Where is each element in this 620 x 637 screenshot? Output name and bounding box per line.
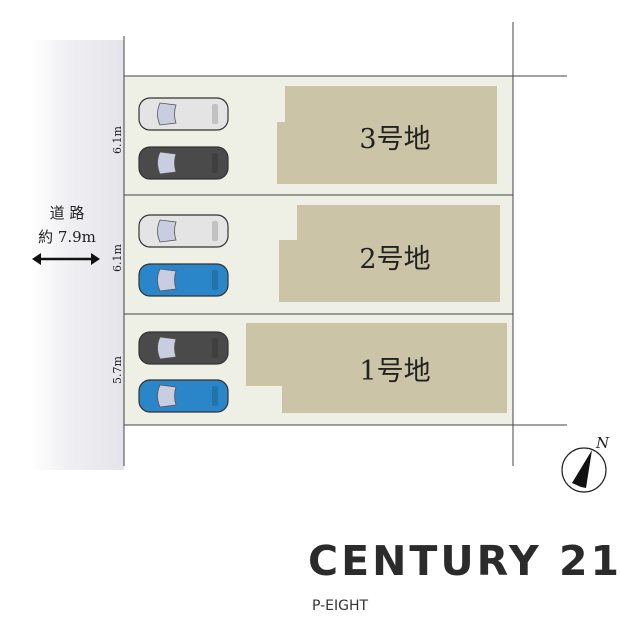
road-width: 約 7.9m	[38, 228, 96, 246]
lot: 3号地 6.1m	[111, 76, 513, 195]
frontage-dimension: 6.1m	[111, 125, 124, 153]
lot: 1号地 5.7m	[111, 314, 513, 425]
road	[30, 40, 124, 470]
compass: N	[561, 434, 610, 493]
lot: 2号地 6.1m	[111, 195, 513, 314]
car-icon	[138, 331, 229, 365]
frontage-dimension: 6.1m	[111, 243, 124, 271]
frontage-dimension: 5.7m	[111, 355, 124, 383]
building-footprint	[277, 86, 497, 184]
brand-logo: CENTURY 21	[308, 537, 620, 585]
lot-name: 3号地	[359, 124, 430, 155]
car-icon	[138, 214, 229, 248]
road-label: 道 路	[50, 204, 85, 222]
building-footprint	[246, 323, 507, 413]
building-footprint	[279, 205, 500, 302]
lot-name: 2号地	[359, 244, 430, 275]
car-icon	[138, 379, 229, 413]
branch-name: P-EIGHT	[312, 598, 369, 614]
car-icon	[138, 146, 229, 180]
lot-name: 1号地	[359, 356, 430, 387]
north-label: N	[595, 434, 610, 452]
car-icon	[138, 263, 229, 297]
double-arrow-icon	[32, 253, 100, 265]
car-icon	[138, 97, 229, 131]
